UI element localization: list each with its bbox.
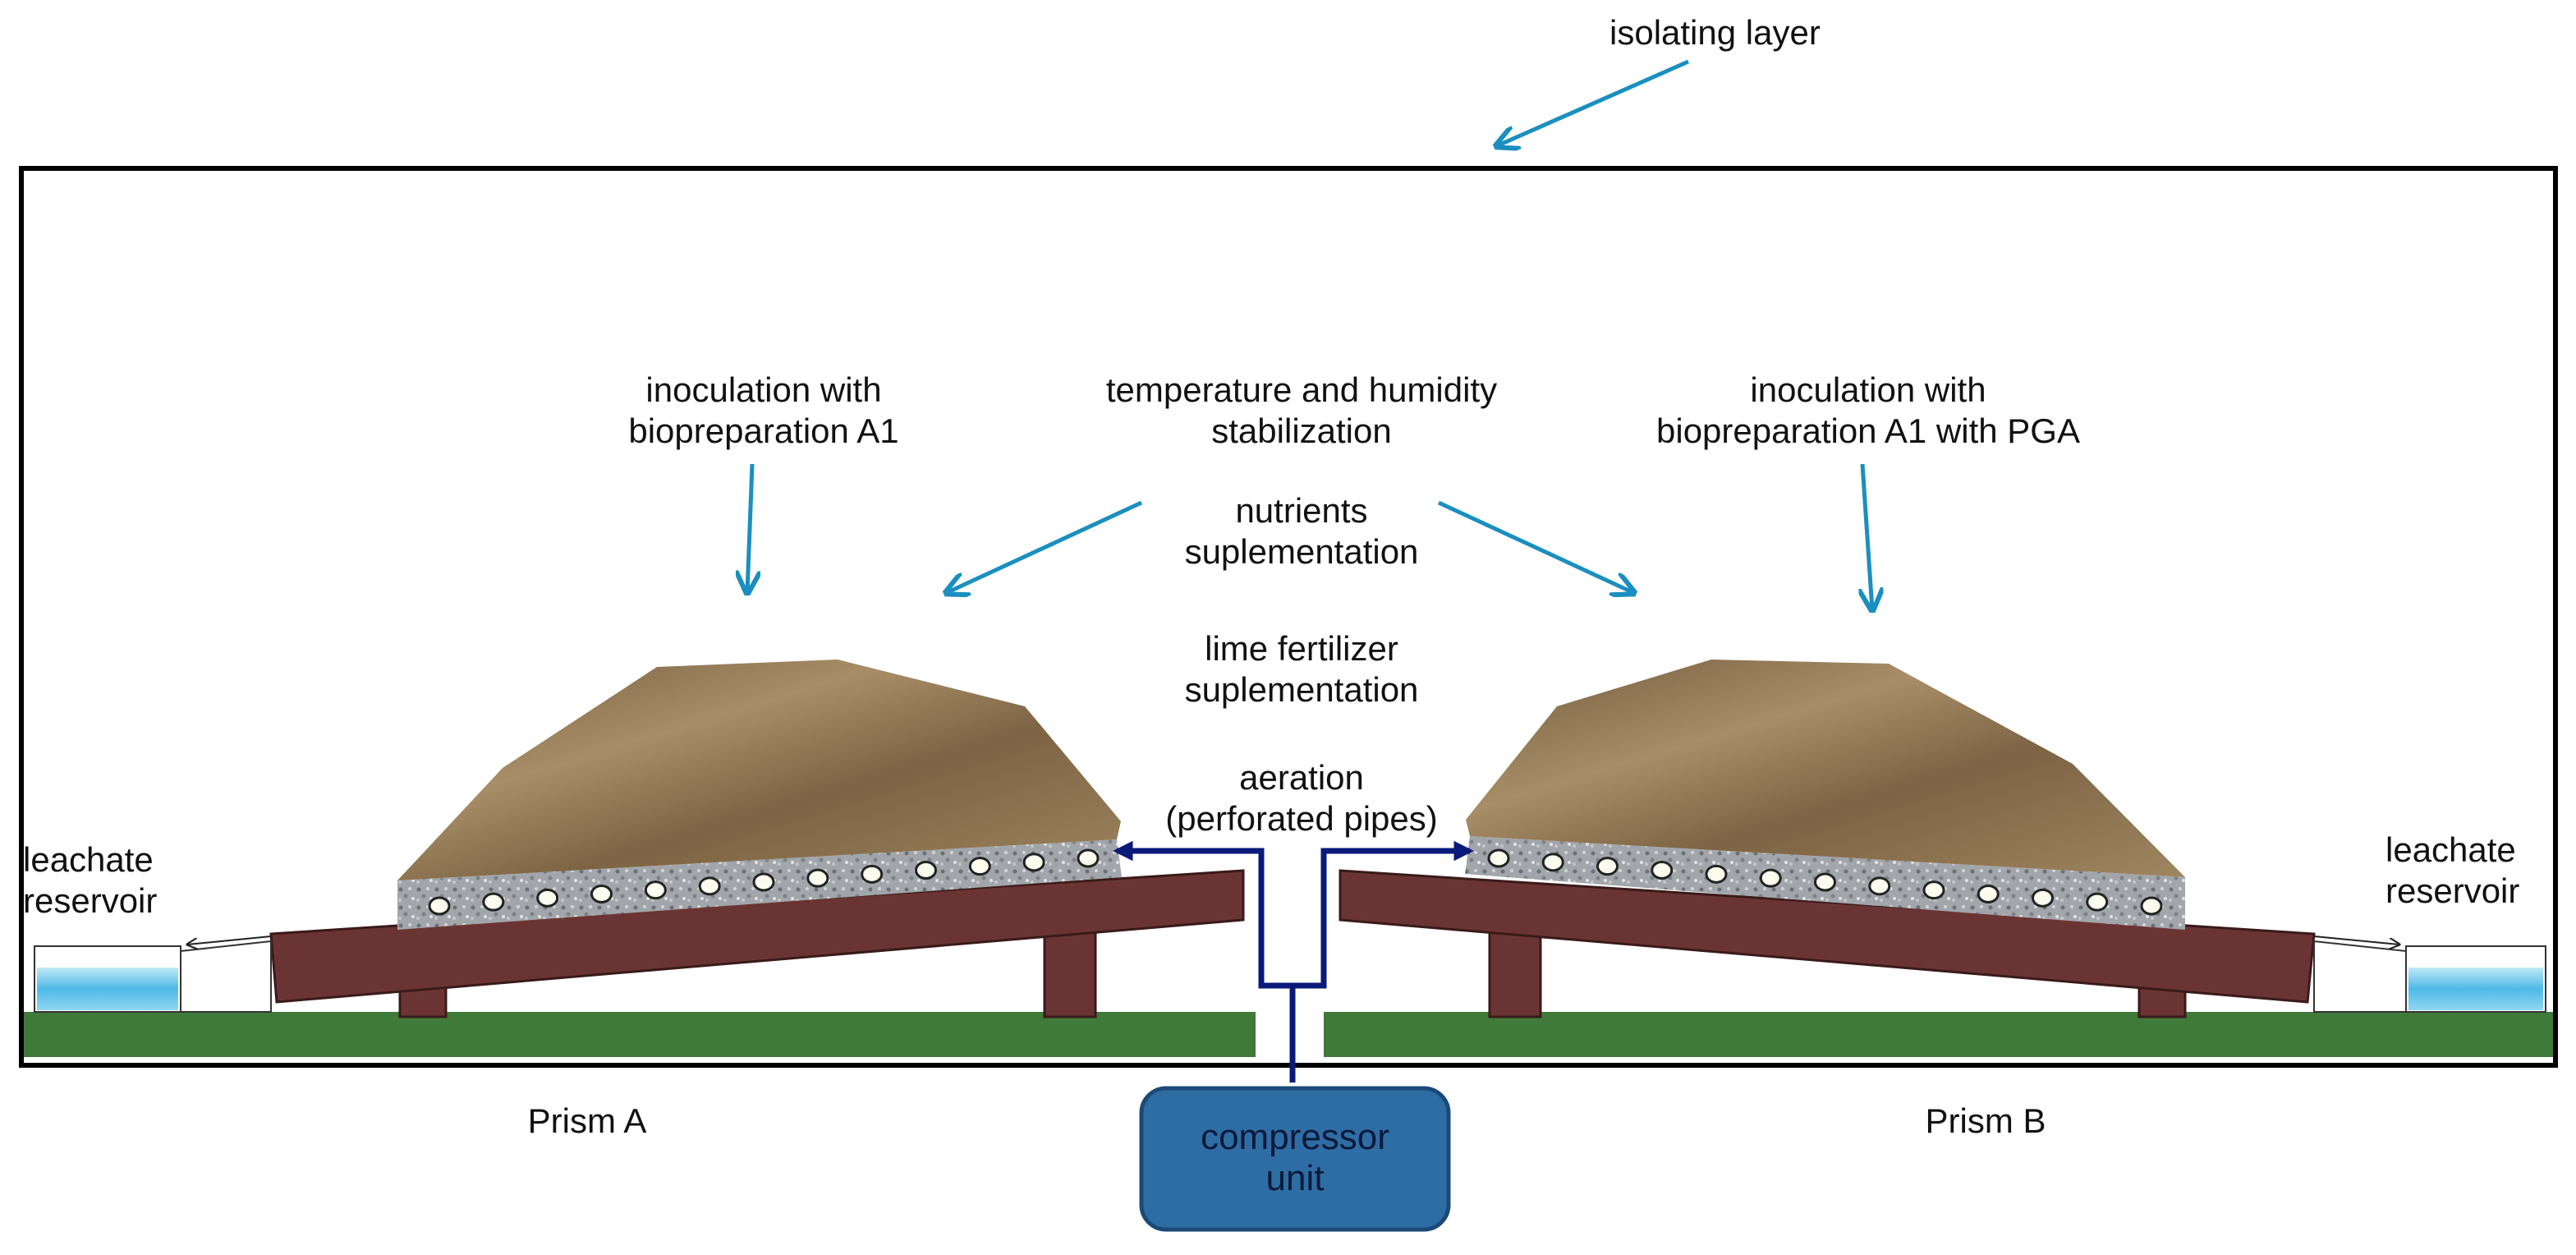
- inoculation-b-label: inoculation with biopreparation A1 with …: [1656, 370, 2080, 450]
- nutrients-right-arrow: [1437, 500, 1634, 593]
- perforation-hole: [1977, 885, 2000, 903]
- perforation-hole: [806, 868, 829, 888]
- perforation-hole: [2086, 892, 2109, 912]
- inoculation-b-arrow: [1862, 463, 1872, 610]
- inoculation-a-label: inoculation with biopreparation A1: [628, 370, 899, 450]
- perforation-hole: [1077, 848, 1100, 868]
- perforation-hole: [1596, 857, 1619, 876]
- inoculation-a-arrow: [747, 463, 752, 593]
- perforation-hole: [1487, 848, 1510, 868]
- temperature-label: temperature and humidity stabilization: [1105, 370, 1498, 450]
- perforation-holes-a: [428, 848, 1100, 916]
- perforation-hole: [1022, 853, 1045, 872]
- leachate-reservoir-right: [2313, 936, 2546, 1013]
- perforation-hole: [2140, 896, 2163, 916]
- perforation-hole: [1922, 880, 1945, 900]
- compressor-unit: [1139, 1086, 1451, 1232]
- perforation-hole: [1705, 864, 1728, 884]
- annotation-arrows: [747, 59, 1872, 610]
- perforation-hole: [1541, 853, 1564, 872]
- aeration-pipes: [1113, 840, 1474, 1083]
- perforation-hole: [536, 888, 559, 908]
- nutrients-label: nutrients suplementation: [1184, 491, 1419, 571]
- perforation-hole: [428, 896, 451, 916]
- compressor-label: compressor unit: [1201, 1117, 1389, 1198]
- prism-b-label: Prism B: [1925, 1101, 2046, 1140]
- nutrients-left-arrow: [946, 500, 1143, 593]
- leachate-reservoir-left: [34, 936, 272, 1013]
- perforation-hole: [1868, 876, 1891, 896]
- perforation-hole: [861, 864, 884, 884]
- leachate-right-label: leachate reservoir: [2385, 830, 2520, 910]
- perforation-hole: [482, 892, 505, 912]
- perforation-hole: [752, 872, 775, 892]
- perforation-hole: [915, 861, 937, 880]
- leachate-left-label: leachate reservoir: [23, 840, 158, 920]
- perforation-hole: [1759, 868, 1782, 888]
- isolating-layer-arrow: [1496, 59, 1690, 146]
- perforation-hole: [1651, 861, 1674, 880]
- perforation-hole: [1814, 872, 1836, 892]
- perforation-holes-b: [1487, 848, 2163, 916]
- isolating-layer-label: isolating layer: [1609, 13, 1821, 52]
- aeration-label: aeration (perforated pipes): [1165, 758, 1438, 838]
- platform-prism-a: [269, 869, 1245, 1018]
- prism-a-label: Prism A: [527, 1101, 647, 1140]
- perforation-hole: [968, 857, 991, 876]
- soil-heap-a: [397, 660, 1121, 880]
- lime-label: lime fertilizer suplementation: [1184, 629, 1419, 709]
- perforation-hole: [698, 876, 721, 896]
- perforation-hole: [590, 885, 613, 903]
- ground-right: [1324, 1012, 2553, 1057]
- soil-heap-b: [1466, 660, 2185, 877]
- ground-left: [24, 1012, 1256, 1057]
- perforation-hole: [2032, 888, 2054, 908]
- perforation-hole: [644, 880, 667, 900]
